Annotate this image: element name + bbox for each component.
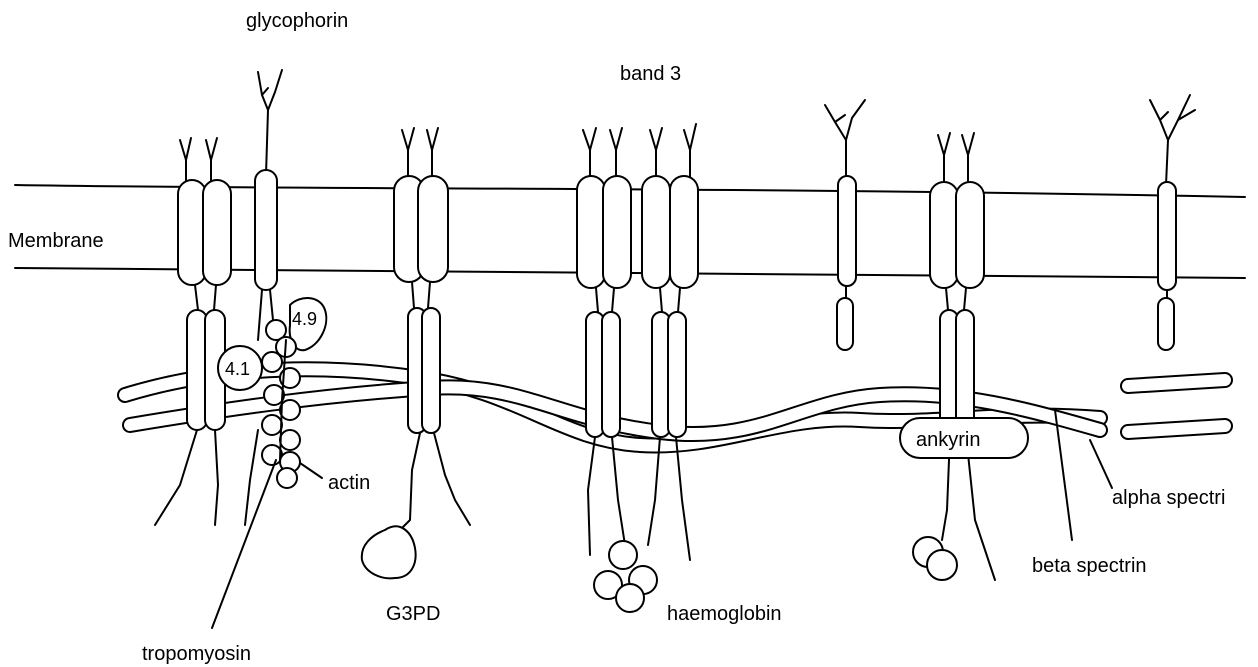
ankyrin-label: ankyrin	[916, 429, 980, 451]
glycophorin-protein-2	[825, 100, 865, 350]
band3-protein-group-2	[362, 128, 470, 578]
glycophorin-protein-3	[1150, 95, 1195, 350]
tropomyosin-label: tropomyosin	[142, 643, 251, 665]
g3pd-label: G3PD	[386, 603, 440, 625]
alpha-spectrin-label: alpha spectri	[1112, 487, 1225, 509]
glycophorin-label: glycophorin	[246, 10, 348, 32]
actin-label: actin	[328, 472, 370, 494]
band3-protein-group-4	[913, 133, 995, 580]
haemoglobin-label: haemoglobin	[667, 603, 782, 625]
beta-spectrin-label: beta spectrin	[1032, 555, 1147, 577]
protein-4-9-label: 4.9	[292, 309, 317, 329]
membrane-label: Membrane	[8, 230, 104, 252]
protein-4-1-label: 4.1	[225, 359, 250, 379]
band3-label: band 3	[620, 63, 681, 85]
band3-protein-group-1	[155, 138, 231, 525]
band3-protein-group-3	[577, 124, 698, 612]
